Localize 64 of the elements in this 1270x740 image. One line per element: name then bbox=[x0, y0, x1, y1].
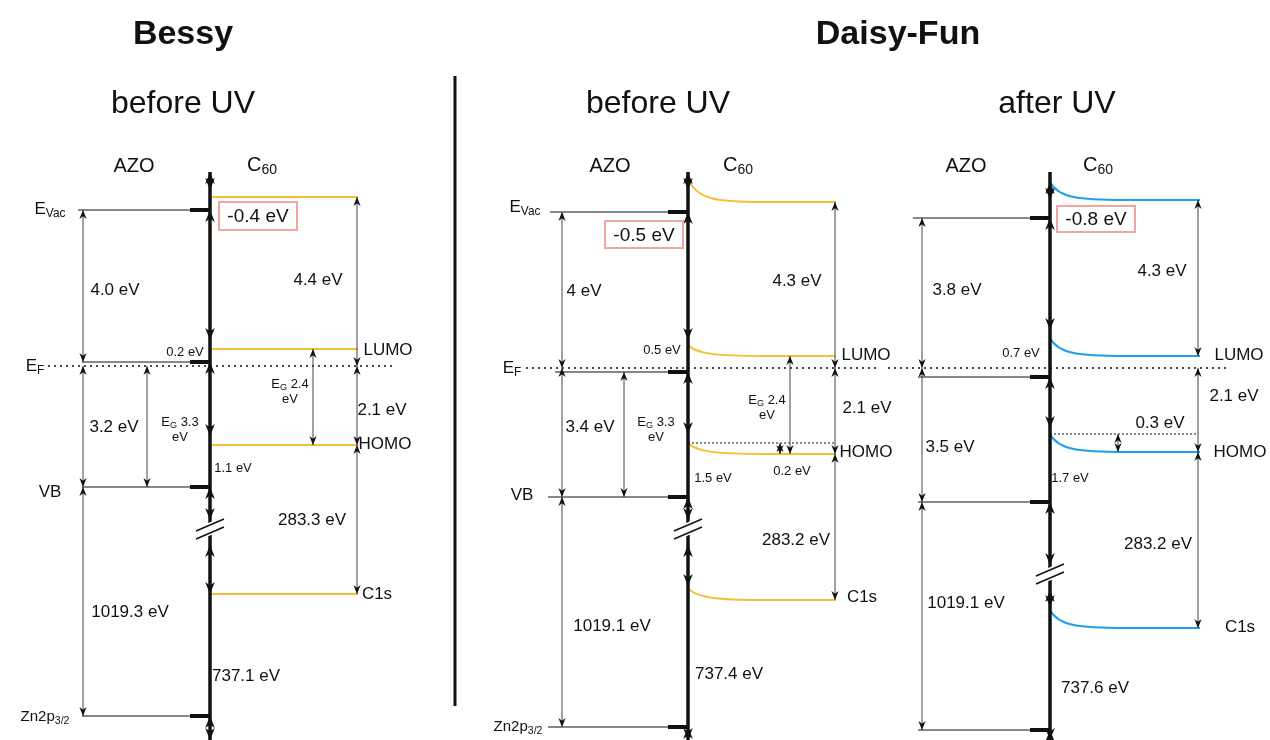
band-gap-value: E$_{G}$ 3.3 eV bbox=[636, 415, 676, 445]
energy-value: 1019.3 eV bbox=[91, 602, 169, 622]
energy-value: 2.1 eV bbox=[842, 398, 892, 418]
highlighted-value-box: -0.8 eV bbox=[1056, 205, 1136, 233]
energy-value: 1019.1 eV bbox=[927, 593, 1005, 613]
energy-value: 4.4 eV bbox=[293, 270, 343, 290]
level-label: HOMO bbox=[358, 434, 412, 454]
material-label: AZO bbox=[113, 154, 155, 176]
energy-value: 2.1 eV bbox=[357, 400, 407, 420]
energy-value: 737.4 eV bbox=[694, 664, 764, 684]
material-label: C$_{60}$ bbox=[247, 152, 277, 178]
energy-value: 0.2 eV bbox=[773, 463, 811, 479]
level-label: VB bbox=[510, 485, 534, 505]
level-label: HOMO bbox=[1213, 442, 1267, 462]
band-gap-value: E$_{G}$ 2.4 eV bbox=[747, 393, 787, 423]
level-label: LUMO bbox=[1214, 345, 1264, 365]
energy-value: 0.2 eV bbox=[166, 344, 204, 360]
level-label: E$_{Vac}$ bbox=[34, 199, 66, 221]
material-label: AZO bbox=[945, 154, 987, 176]
level-label: VB bbox=[38, 482, 62, 502]
level-label: HOMO bbox=[839, 442, 893, 462]
energy-value: 4.3 eV bbox=[1137, 261, 1187, 281]
energy-value: 0.5 eV bbox=[643, 342, 681, 358]
energy-value: 0.7 eV bbox=[1002, 345, 1040, 361]
energy-value: 283.3 eV bbox=[277, 510, 347, 530]
level-label: E$_{Vac}$ bbox=[509, 197, 541, 219]
level-label: E$_{F}$ bbox=[25, 356, 45, 378]
band-gap-value: E$_{G}$ 2.4 eV bbox=[270, 377, 310, 407]
panel-title: Bessy bbox=[132, 14, 234, 52]
panel-subtitle: before UV bbox=[110, 85, 256, 121]
energy-value: 2.1 eV bbox=[1209, 386, 1259, 406]
panel-subtitle: after UV bbox=[998, 85, 1116, 121]
energy-value: 737.1 eV bbox=[211, 666, 281, 686]
highlighted-value-box: -0.5 eV bbox=[604, 220, 684, 249]
material-label: C$_{60}$ bbox=[1083, 152, 1113, 178]
level-label: C1s bbox=[1224, 617, 1256, 637]
level-label: Zn2p$_{3/2}$ bbox=[493, 717, 543, 737]
energy-value: 3.5 eV bbox=[925, 437, 975, 457]
energy-value: 1.7 eV bbox=[1051, 470, 1089, 486]
energy-value: 283.2 eV bbox=[761, 530, 831, 550]
energy-value: 4 eV bbox=[566, 281, 602, 301]
energy-value: 4.3 eV bbox=[772, 271, 822, 291]
energy-value: 283.2 eV bbox=[1123, 534, 1193, 554]
energy-value: 1.1 eV bbox=[214, 460, 252, 476]
level-label: LUMO bbox=[841, 345, 891, 365]
level-label: LUMO bbox=[363, 340, 413, 360]
level-label: Zn2p$_{3/2}$ bbox=[20, 707, 70, 727]
material-label: C$_{60}$ bbox=[723, 152, 753, 178]
energy-value: 737.6 eV bbox=[1060, 678, 1130, 698]
energy-value: 1019.1 eV bbox=[573, 616, 651, 636]
energy-value: 3.2 eV bbox=[89, 417, 139, 437]
energy-value: 3.8 eV bbox=[932, 280, 982, 300]
energy-value: 1.5 eV bbox=[694, 470, 732, 486]
band-gap-value: E$_{G}$ 3.3 eV bbox=[160, 415, 200, 445]
level-label: E$_{F}$ bbox=[502, 358, 522, 380]
energy-value: 3.4 eV bbox=[565, 417, 615, 437]
energy-value: 4.0 eV bbox=[90, 280, 140, 300]
highlighted-value-box: -0.4 eV bbox=[218, 201, 298, 231]
material-label: AZO bbox=[589, 154, 631, 176]
panel-title: Daisy-Fun bbox=[815, 14, 981, 52]
panel-subtitle: before UV bbox=[585, 85, 731, 121]
level-label: C1s bbox=[846, 587, 878, 607]
energy-value: 0.3 eV bbox=[1135, 413, 1185, 433]
level-label: C1s bbox=[361, 584, 393, 604]
